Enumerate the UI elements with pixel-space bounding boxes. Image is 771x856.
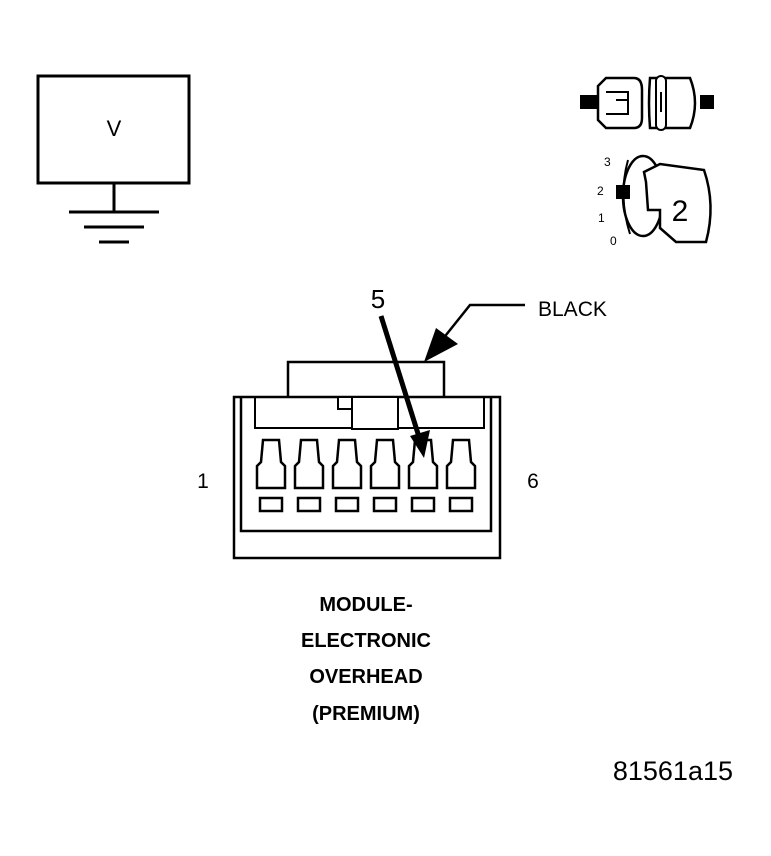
pin-callout-arrow bbox=[378, 315, 430, 458]
key-position-3: 3 bbox=[604, 155, 611, 169]
caption-line-4: (PREMIUM) bbox=[312, 703, 420, 725]
connector-body bbox=[232, 360, 502, 560]
pin-lock-1 bbox=[258, 496, 284, 513]
module-caption: MODULE- ELECTRONIC OVERHEAD (PREMIUM) bbox=[301, 594, 431, 725]
pin-cavity-4 bbox=[369, 438, 401, 490]
pin-label-last: 6 bbox=[527, 470, 539, 493]
voltmeter-symbol: V bbox=[36, 74, 191, 244]
pin-cavities bbox=[255, 438, 477, 513]
connector-key-tab bbox=[351, 396, 399, 430]
pin-label-first: 1 bbox=[197, 470, 209, 493]
figure-id: 81561a15 bbox=[613, 756, 733, 786]
caption-line-2: ELECTRONIC bbox=[301, 630, 431, 652]
key-selected-position: 2 bbox=[672, 195, 689, 228]
voltmeter-label: V bbox=[107, 116, 122, 141]
pin-cavity-2 bbox=[293, 438, 325, 490]
key-position-marker bbox=[616, 185, 630, 199]
pin-lock-6 bbox=[448, 496, 474, 513]
caption-line-1: MODULE- bbox=[319, 594, 412, 616]
pin-cavity-5 bbox=[407, 438, 439, 490]
pin-callout-label: 5 bbox=[371, 284, 385, 314]
pin-cavity-6 bbox=[445, 438, 477, 490]
connector-plug-icon bbox=[580, 75, 714, 131]
pin-cavity-1 bbox=[255, 438, 287, 490]
connector-latch bbox=[286, 360, 446, 400]
pin-lock-4 bbox=[372, 496, 398, 513]
ignition-key-icon: 3 2 1 0 2 bbox=[597, 154, 712, 248]
pin-cavity-3 bbox=[331, 438, 363, 490]
pin-lock-3 bbox=[334, 496, 360, 513]
wire-color-leader bbox=[424, 303, 525, 362]
key-position-0: 0 bbox=[610, 234, 617, 248]
pin-lock-5 bbox=[410, 496, 436, 513]
wire-color-label: BLACK bbox=[538, 298, 607, 321]
caption-line-3: OVERHEAD bbox=[309, 666, 422, 688]
key-position-2: 2 bbox=[597, 184, 604, 198]
pin-lock-2 bbox=[296, 496, 322, 513]
key-position-1: 1 bbox=[598, 211, 605, 225]
ground-icon bbox=[69, 183, 159, 244]
